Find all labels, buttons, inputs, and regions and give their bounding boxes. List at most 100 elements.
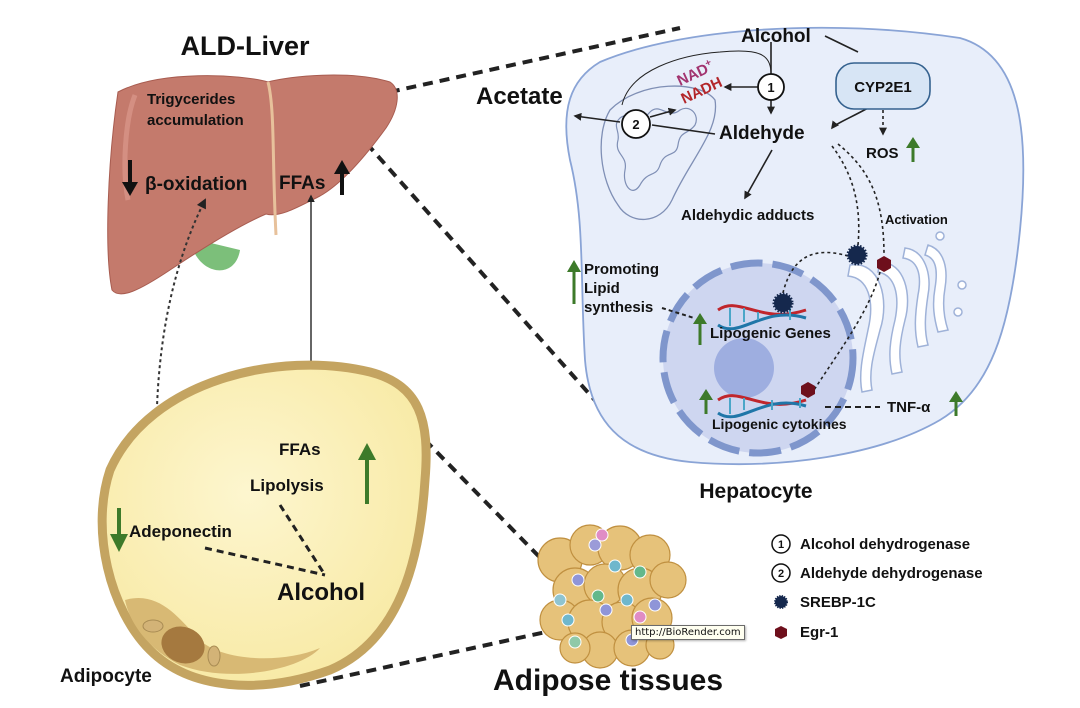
legend-marker-1: 1 — [778, 539, 784, 551]
aldehyde-to-aldh-line — [651, 124, 716, 135]
ros-up-arrow-icon — [906, 137, 920, 162]
immune-cell — [608, 559, 622, 573]
tnf-alpha-label: TNF-α — [887, 399, 931, 416]
enzyme-1-label: 1 — [767, 80, 774, 95]
nad-loop — [621, 50, 772, 106]
tnf-up-arrow-icon — [949, 391, 963, 416]
adeponectin-down-arrow-icon — [110, 508, 128, 552]
cytokines-up-arrow-icon — [699, 389, 713, 414]
cyp2e1-label: CYP2E1 — [854, 79, 912, 96]
legend-item-aldh: 2 Aldehyde dehydrogenase — [771, 563, 983, 583]
aldehyde-label: Aldehyde — [719, 123, 805, 144]
liver-shape — [107, 74, 398, 295]
legend-label-egr: Egr-1 — [800, 624, 838, 641]
adipocyte-ffas-label: FFAs — [279, 440, 321, 459]
promoting-label-line1: Promoting — [584, 261, 659, 278]
liver-ligament — [266, 81, 278, 236]
immune-cell — [561, 613, 575, 627]
beta-oxidation-label: β-oxidation — [145, 174, 247, 195]
hepatocyte-alcohol-label: Alcohol — [741, 26, 811, 47]
legend-item-adh: 1 Alcohol dehydrogenase — [771, 534, 970, 554]
legend: 1 Alcohol dehydrogenase 2 Aldehyde dehyd… — [771, 534, 983, 641]
triglycerides-label-line1: Trigycerides — [147, 91, 235, 108]
srebp-to-genes-dotted — [781, 251, 849, 298]
immune-cell — [595, 528, 609, 542]
enzyme-2-marker: 2 — [621, 109, 651, 139]
legend-egr-icon — [775, 626, 787, 639]
alcohol-to-adeponectin-dashed — [204, 546, 326, 577]
legend-item-srebp: SREBP-1C — [774, 594, 876, 611]
adipocyte-mitochondrion-2 — [207, 645, 221, 667]
immune-cell — [571, 573, 585, 587]
immune-cell — [633, 565, 647, 579]
alcohol-to-cyp2e1-line — [824, 35, 859, 53]
aldehyde-to-adducts-arrow — [744, 149, 773, 200]
egr-to-cytokines-dotted — [813, 271, 881, 391]
aldehyde-to-srebp-dotted — [831, 145, 860, 246]
adeponectin-label: Adeponectin — [129, 522, 232, 541]
triglycerides-label-line2: accumulation — [147, 112, 244, 129]
alcohol-to-lipolysis-dashed — [278, 504, 325, 573]
promoting-label-line2: Lipid — [584, 280, 620, 297]
metabolism-arrows — [573, 35, 887, 408]
lipolysis-up-arrow-icon — [358, 443, 376, 504]
beta-oxidation-down-arrow-icon — [122, 160, 138, 196]
lipogenic-cytokines-label: Lipogenic cytokines — [712, 416, 847, 432]
srebp-1c-icon — [846, 244, 868, 266]
aldh-to-acetate-arrow — [573, 112, 621, 123]
adipocyte-to-tissue-top-connector — [423, 438, 562, 580]
ros-label: ROS — [866, 145, 899, 162]
immune-cell — [633, 610, 647, 624]
adipocyte-to-tissue-bottom-connector — [299, 628, 556, 688]
legend-label-aldh: Aldehyde dehydrogenase — [800, 565, 983, 582]
lipogenic-genes-label: Lipogenic Genes — [710, 325, 831, 342]
legend-label-adh: Alcohol dehydrogenase — [800, 536, 970, 553]
egr-1-icon — [877, 256, 891, 272]
liver-title: ALD-Liver — [180, 31, 310, 61]
liver-ffas-label: FFAs — [279, 173, 325, 194]
adipocyte-alcohol-label: Alcohol — [277, 579, 365, 606]
activation-label: Activation — [885, 212, 948, 227]
adipose-tissue-cluster — [537, 524, 687, 669]
immune-cell — [620, 593, 634, 607]
srebp-on-dna-icon — [772, 292, 794, 314]
immune-cell — [588, 538, 602, 552]
dna-lipogenic-cytokines-icon — [717, 394, 807, 419]
ffas-up-arrow-icon — [334, 160, 350, 195]
promoting-label-line3: synthesis — [584, 299, 653, 316]
liver-to-cell-bottom-connector — [342, 116, 634, 444]
genes-to-promoting-dotted — [661, 307, 695, 319]
immune-cell — [553, 593, 567, 607]
fat-cell — [649, 561, 687, 599]
legend-srebp-icon — [774, 595, 788, 609]
adipocyte-nucleus — [161, 626, 205, 664]
aldehydic-adducts-label: Aldehydic adducts — [681, 207, 814, 224]
immune-cell — [599, 603, 613, 617]
lipolysis-label: Lipolysis — [250, 476, 324, 495]
golgi-apparatus — [847, 231, 967, 393]
promoting-up-arrow-icon — [567, 260, 581, 304]
enzyme-2-label: 2 — [632, 117, 639, 132]
aldehyde-to-egr-dotted — [837, 143, 885, 256]
legend-item-egr: Egr-1 — [775, 624, 838, 641]
genes-up-arrow-icon — [693, 313, 707, 345]
biorender-tooltip[interactable]: http://BioRender.com — [631, 625, 745, 640]
adipocyte-membrane — [97, 360, 431, 690]
liver — [107, 74, 398, 295]
adipose-tissues-title: Adipose tissues — [493, 664, 723, 697]
cyp2e1-box: CYP2E1 — [835, 62, 931, 110]
liver-highlight — [122, 94, 138, 201]
immune-cell — [648, 598, 662, 612]
cyp2e1-to-aldehyde-arrow — [831, 107, 869, 130]
acetate-label: Acetate — [476, 83, 563, 110]
enzyme-1-marker: 1 — [757, 73, 785, 101]
adipocyte-cell — [97, 360, 431, 690]
immune-cell — [568, 635, 582, 649]
legend-label-srebp: SREBP-1C — [800, 594, 876, 611]
aldh-to-nadh-arrow — [649, 107, 677, 118]
adipocyte-title: Adipocyte — [60, 666, 152, 687]
egr-on-dna-icon — [801, 382, 815, 398]
immune-cell — [591, 589, 605, 603]
adipocyte-mitochondrion-1 — [142, 619, 164, 633]
